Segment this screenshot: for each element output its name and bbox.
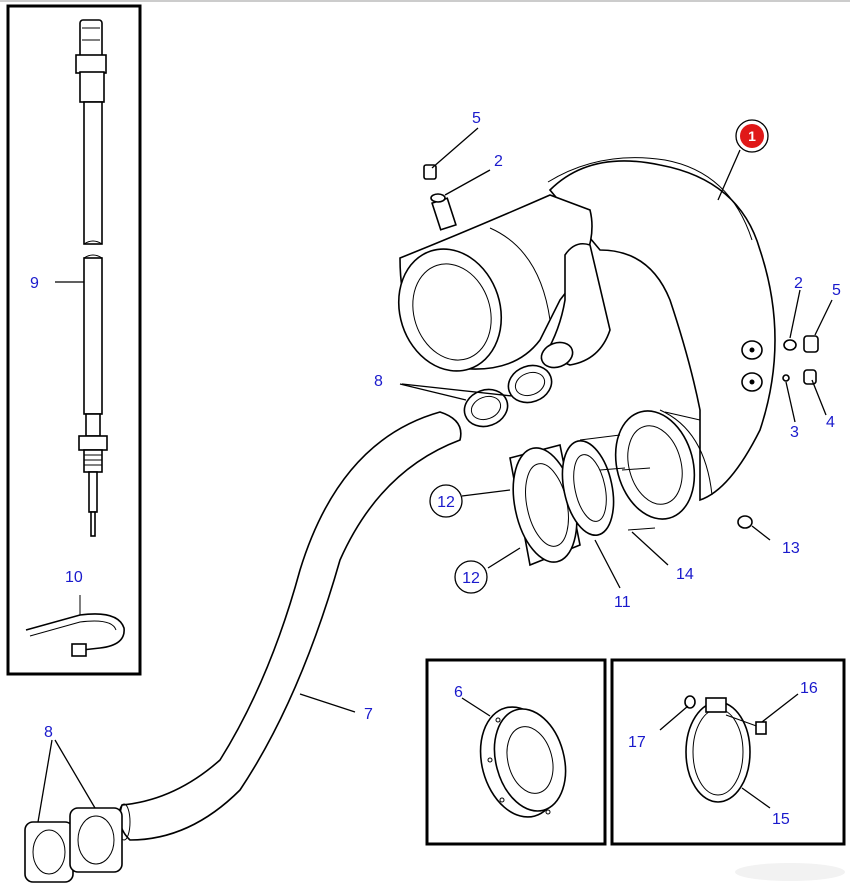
callout-2-right: 2	[794, 275, 803, 292]
inset-box-gasket	[425, 658, 607, 846]
callout-13: 13	[782, 540, 800, 557]
callout-10: 10	[65, 569, 83, 586]
callout-7: 7	[364, 706, 373, 723]
v-band-clamp	[684, 695, 767, 803]
nut-13	[737, 515, 753, 529]
callout-8-mid: 8	[374, 373, 383, 390]
plugs-and-washers-right	[741, 335, 819, 392]
circled-12-upper-icon	[429, 484, 463, 518]
cable-tie	[25, 595, 125, 657]
leader-16	[761, 693, 799, 723]
callout-5-right: 5	[832, 282, 841, 299]
hose-clamps-bottom	[24, 807, 123, 883]
callout-12-lower: 12	[462, 570, 480, 587]
callout-11: 11	[614, 594, 631, 611]
inset-box-clamp	[610, 658, 846, 846]
circled-12-lower-icon	[454, 560, 488, 594]
callout-8-bottom: 8	[44, 724, 53, 741]
plug-and-washer-top	[423, 164, 446, 203]
watermark-smudge	[735, 863, 845, 881]
exhaust-elbow	[397, 157, 776, 520]
leader-15	[741, 787, 771, 809]
callout-3: 3	[790, 424, 799, 441]
callout-6: 6	[454, 684, 463, 701]
red-circle-badge-icon	[740, 124, 764, 148]
gasket	[479, 706, 567, 818]
callout-2-top: 2	[494, 153, 503, 170]
callout-15: 15	[772, 811, 790, 828]
leader-lines	[37, 127, 833, 823]
hose-clamps-middle	[463, 364, 553, 428]
leader-17	[659, 705, 689, 731]
callout-4: 4	[826, 414, 835, 431]
flange-assembly	[509, 434, 656, 567]
callout-14: 14	[676, 566, 694, 583]
callout-9: 9	[30, 275, 39, 292]
callout-16: 16	[800, 680, 818, 697]
callout-5-top: 5	[472, 110, 481, 127]
inset-box-sensor	[6, 4, 142, 676]
exhaust-hose	[117, 411, 462, 841]
leader-6	[461, 697, 491, 717]
temperature-sensor	[75, 19, 108, 537]
callout-17: 17	[628, 734, 646, 751]
callout-1: 1	[748, 128, 756, 144]
callout-12-upper: 12	[437, 494, 455, 511]
